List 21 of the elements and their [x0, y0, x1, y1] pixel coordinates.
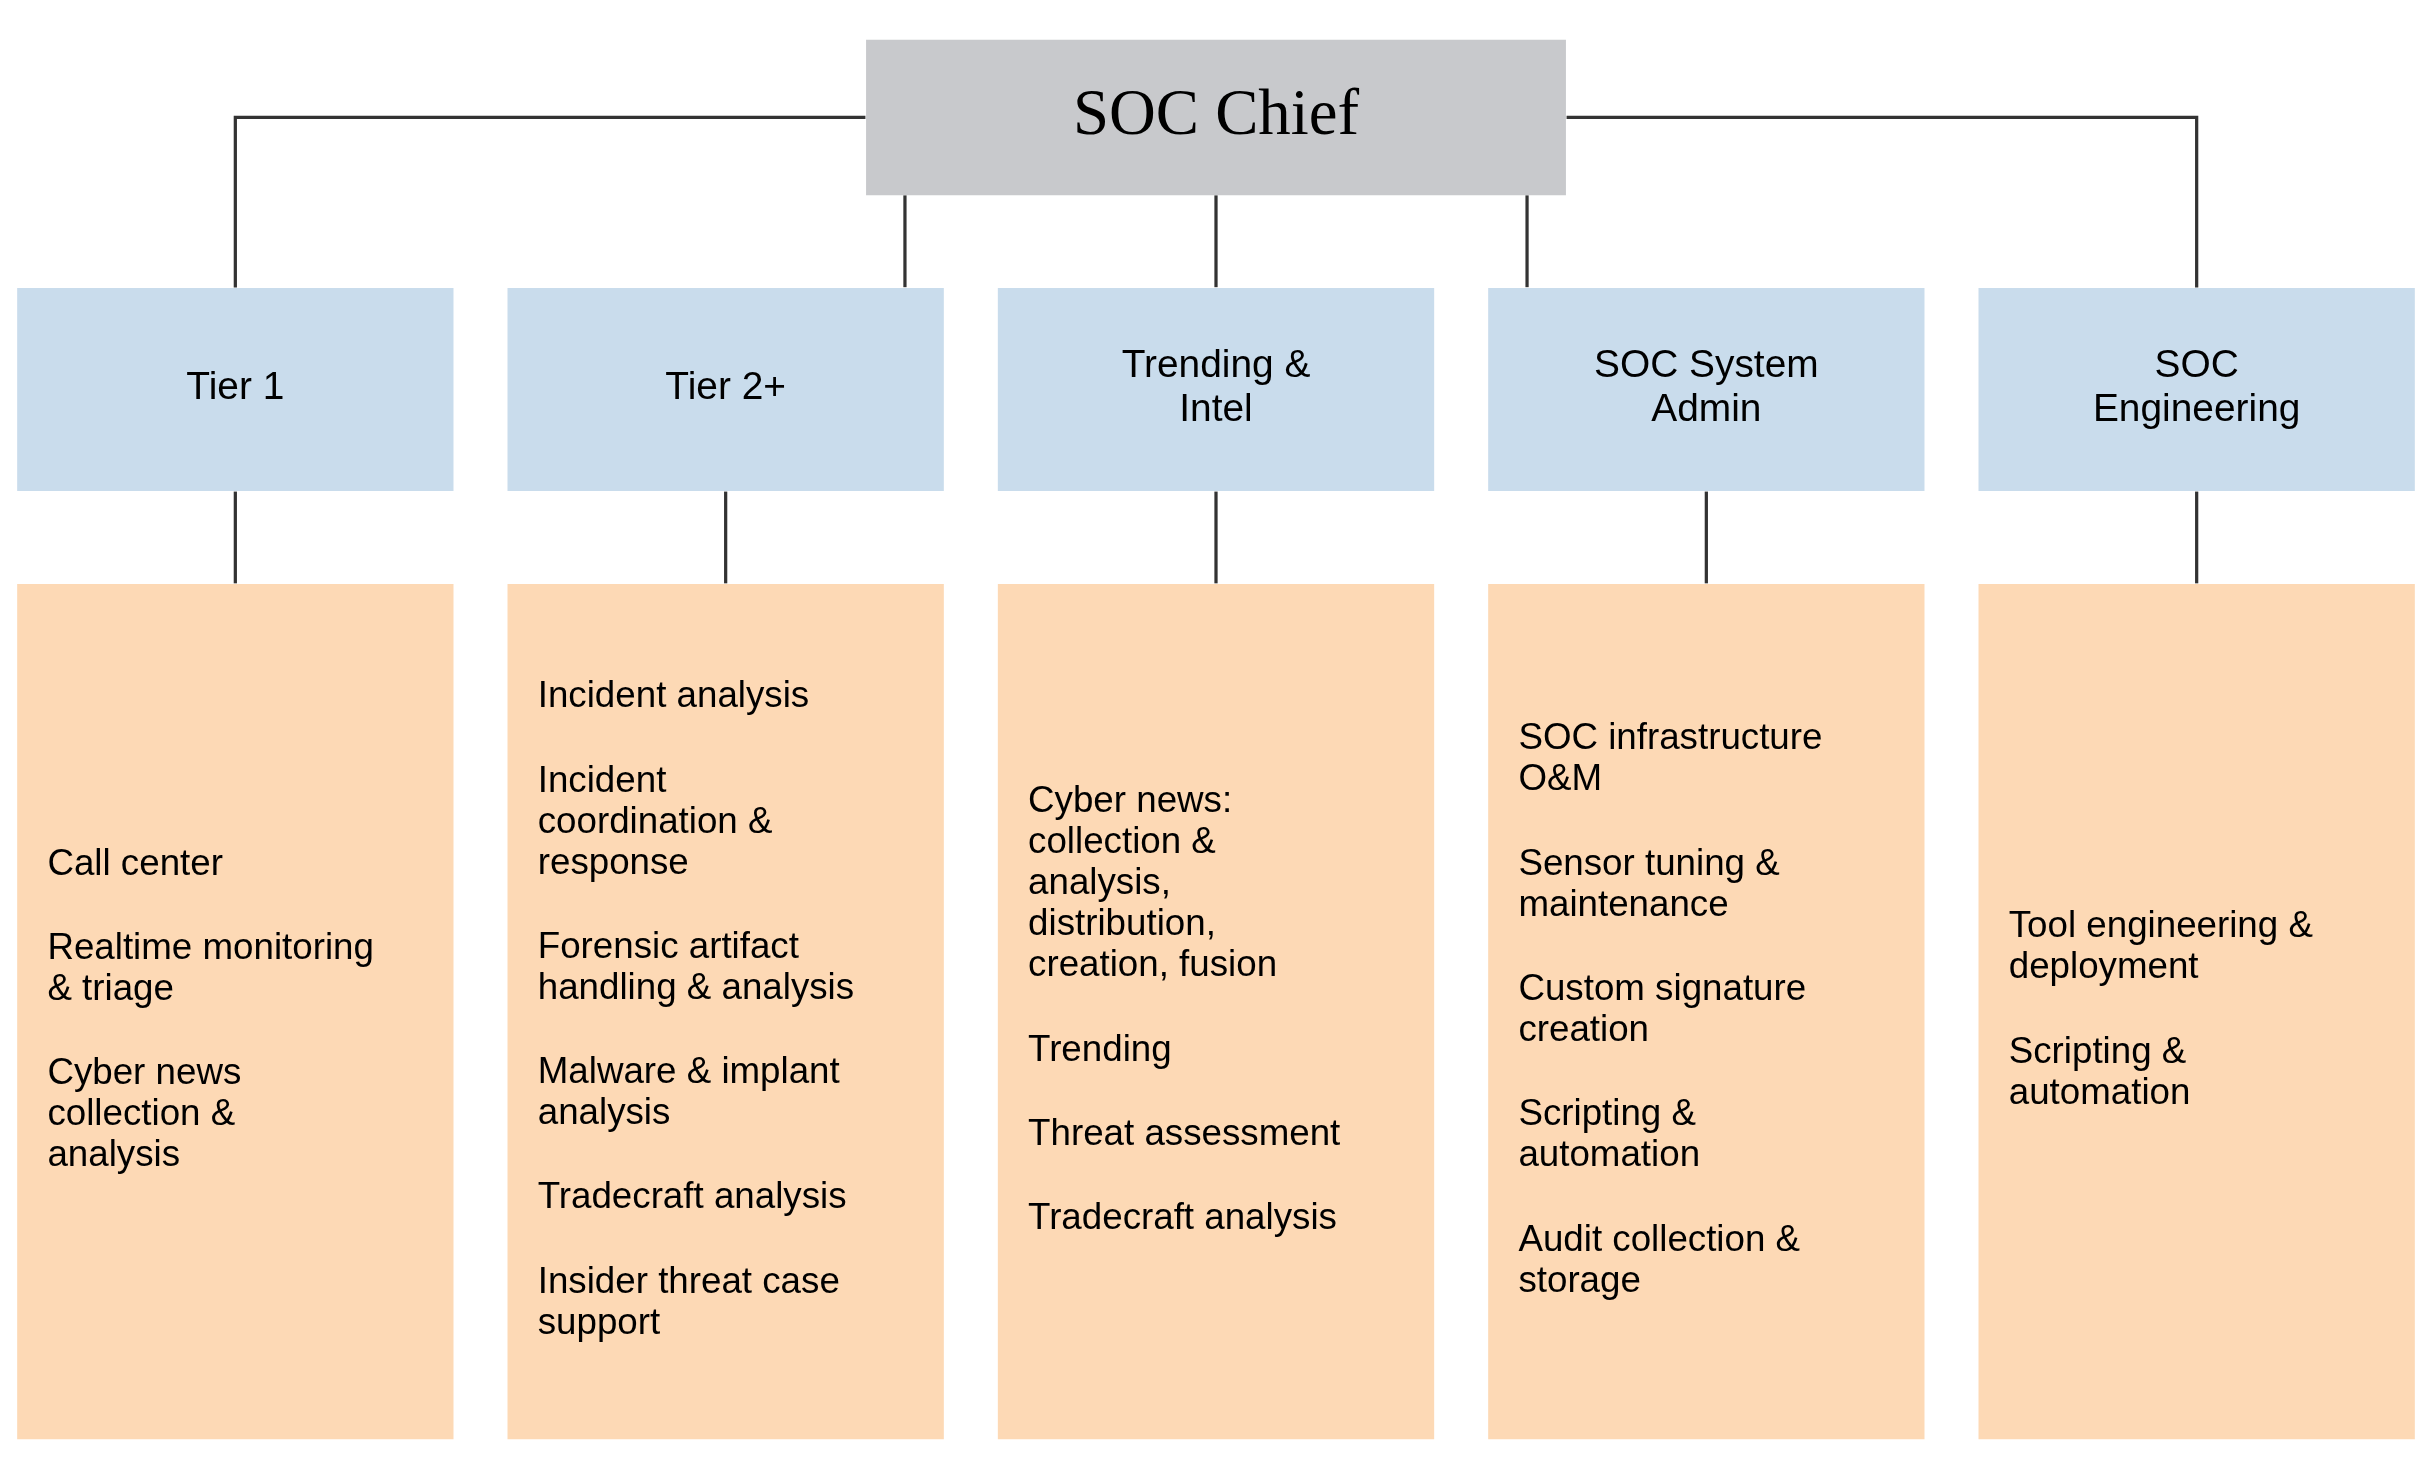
connector — [233, 491, 237, 583]
node-box: SOC Chief — [866, 39, 1566, 195]
node-box: SOC infrastructure O&M Sensor tuning & maintenance Custom signature creation Scripting & automation Audit collection & storage — [1488, 583, 1925, 1439]
connector — [1525, 194, 1529, 287]
node-box: SOC Engineering — [1978, 287, 2415, 491]
connector — [1214, 491, 1218, 583]
node-box: Trending & Intel — [997, 287, 1435, 491]
node-box: Tier 2+ — [507, 287, 944, 491]
connector — [233, 115, 866, 287]
connector — [1214, 194, 1218, 287]
node-box: Incident analysis Incident coordination & response Forensic artifact handling & analysis Malware & implant analysis Tradecraft analysis Insider threat case support — [507, 583, 944, 1439]
node-box: Call center Realtime monitoring & triage Cyber news collection & analysis — [17, 583, 454, 1439]
connector — [2195, 491, 2199, 583]
connector — [1704, 491, 1708, 583]
connector — [724, 491, 728, 583]
node-box: Cyber news: collection & analysis, distribution, creation, fusion Trending Threat assessment Tradecraft analysis — [997, 583, 1435, 1439]
node-box: Tool engineering & deployment Scripting & automation — [1978, 583, 2415, 1439]
connector — [903, 194, 907, 287]
node-box: SOC System Admin — [1488, 287, 1925, 491]
connector — [1566, 115, 2199, 287]
node-box: Tier 1 — [17, 287, 454, 491]
